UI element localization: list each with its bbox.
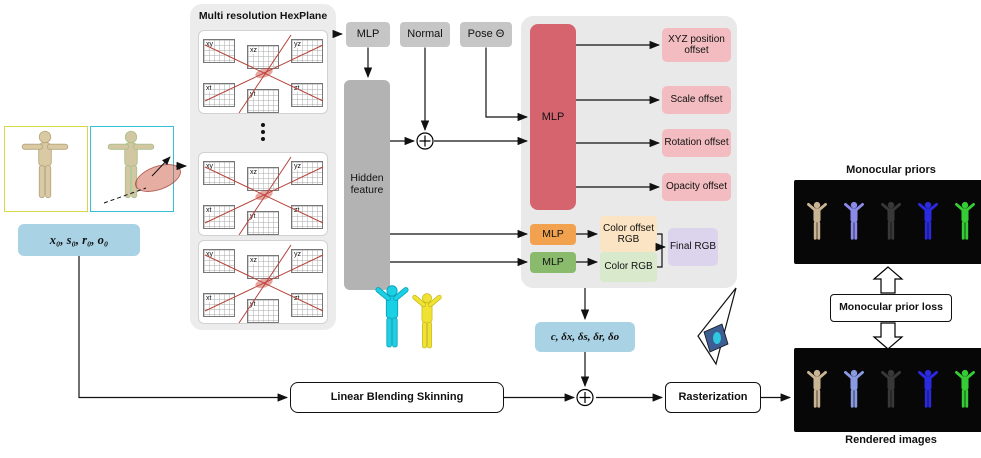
plane-label: xt: [205, 207, 213, 214]
prior-figure-depth: [880, 201, 902, 240]
rendered-figure-mask: [917, 369, 939, 408]
yellow-figure-icon: [411, 293, 443, 349]
plane-grid-yt: yt: [247, 89, 279, 113]
color-rgb-label: Color RGB: [604, 261, 653, 273]
prior-figure-segmentation: [954, 201, 976, 240]
plane-label: yz: [293, 163, 302, 170]
ellipsis-dots: [261, 120, 265, 144]
rendered-images-image: [794, 348, 981, 432]
plane-label: yt: [249, 213, 257, 220]
scale-offset-label: Scale offset: [670, 94, 723, 106]
color-offset-rgb-box: Color offset RGB: [600, 216, 657, 252]
initial-params-label: x₀, s₀, r₀, o₀: [49, 233, 109, 247]
mlp-color-offset-label: MLP: [542, 227, 564, 240]
plane-label: yz: [293, 41, 302, 48]
mlp-color-box: MLP: [530, 252, 576, 273]
hidden-feature-box: Hidden feature: [344, 80, 390, 290]
plane-label: xz: [249, 169, 258, 176]
plane-label: xy: [205, 163, 214, 170]
mlp-encoder-label: MLP: [356, 28, 380, 41]
hexplane-diagram-1: xy xz yz xt yt zt: [198, 30, 328, 114]
rasterization-label: Rasterization: [678, 391, 748, 404]
xyz-offset-label: XYZ position offset: [668, 33, 725, 56]
final-rgb-label: Final RGB: [669, 241, 717, 253]
plane-grid-xt: xt: [203, 83, 235, 107]
opacity-offset-label: Opacity offset: [666, 181, 727, 193]
hexplane-diagram-3: xy xz yz xt yt zt: [198, 240, 328, 324]
rotation-offset-box: Rotation offset: [662, 129, 731, 157]
gaussian-params-label: c, δx, δs, δr, δo: [550, 330, 620, 343]
initial-params-box: x₀, s₀, r₀, o₀: [18, 224, 140, 256]
rasterization-box: Rasterization: [665, 382, 761, 413]
monocular-prior-loss-label: Monocular prior loss: [839, 301, 943, 314]
sampling-rays-icon: [204, 156, 324, 236]
normal-label: Normal: [407, 28, 443, 41]
input-image-yellow: [4, 126, 88, 212]
rendered-title: Rendered images: [845, 434, 937, 446]
plane-grid-xz: xz: [247, 167, 279, 191]
opacity-offset-box: Opacity offset: [662, 173, 731, 201]
normal-box: Normal: [400, 22, 450, 47]
color-offset-rgb-label: Color offset RGB: [603, 222, 654, 245]
rendered-figure-depth: [880, 369, 902, 408]
lbs-label: Linear Blending Skinning: [330, 391, 464, 404]
pose-label: Pose Θ: [467, 28, 505, 41]
xyz-offset-box: XYZ position offset: [662, 28, 731, 62]
pose-box: Pose Θ: [460, 22, 512, 47]
scale-offset-box: Scale offset: [662, 86, 731, 114]
prior-figure-normal: [843, 201, 865, 240]
add-node-icon: [576, 388, 594, 407]
mlp-color-label: MLP: [542, 255, 564, 268]
plane-grid-xz: xz: [247, 45, 279, 69]
plane-grid-xy: xy: [203, 161, 235, 185]
plane-label: xy: [205, 41, 214, 48]
add-node-icon: [416, 132, 434, 150]
plane-label: yz: [293, 251, 302, 258]
rendered-figure-normal: [843, 369, 865, 408]
mlp-main-label: MLP: [541, 110, 565, 123]
gaussian-params-box: c, δx, δs, δr, δo: [535, 322, 635, 352]
up-block-arrow-icon: [872, 266, 904, 294]
rendered-figure-texture: [806, 369, 828, 408]
hexplane-diagram-2: xy xz yz xt yt zt: [198, 152, 328, 236]
hidden-feature-label: Hidden feature: [350, 172, 384, 196]
color-rgb-box: Color RGB: [600, 252, 657, 282]
monocular-prior-loss-box: Monocular prior loss: [830, 294, 952, 322]
mlp-encoder-box: MLP: [346, 22, 390, 47]
point-cloud-human-icon: [21, 130, 69, 198]
lbs-box: Linear Blending Skinning: [290, 382, 504, 413]
final-rgb-box: Final RGB: [668, 228, 718, 266]
plane-grid-xt: xt: [203, 205, 235, 229]
rotation-offset-label: Rotation offset: [664, 137, 729, 149]
plane-label: xt: [205, 85, 213, 92]
prior-figure-texture: [806, 201, 828, 240]
prior-figure-mask: [917, 201, 939, 240]
plane-label: xy: [205, 251, 214, 258]
plane-label: xz: [249, 47, 258, 54]
hexplane-title: Multi resolution HexPlane: [198, 10, 328, 22]
priors-title: Monocular priors: [846, 164, 936, 176]
plane-label: yt: [249, 91, 257, 98]
monocular-priors-image: [794, 180, 981, 264]
down-block-arrow-icon: [872, 322, 904, 350]
rendered-figure-segmentation: [954, 369, 976, 408]
mlp-main-box: MLP: [530, 24, 576, 210]
sampling-rays-icon: [204, 244, 324, 324]
sampling-rays-icon: [204, 34, 324, 114]
plane-grid-xy: xy: [203, 39, 235, 63]
plane-grid-yz: yz: [291, 39, 323, 63]
mlp-color-offset-box: MLP: [530, 224, 576, 245]
camera-frustum-icon: [697, 287, 737, 366]
